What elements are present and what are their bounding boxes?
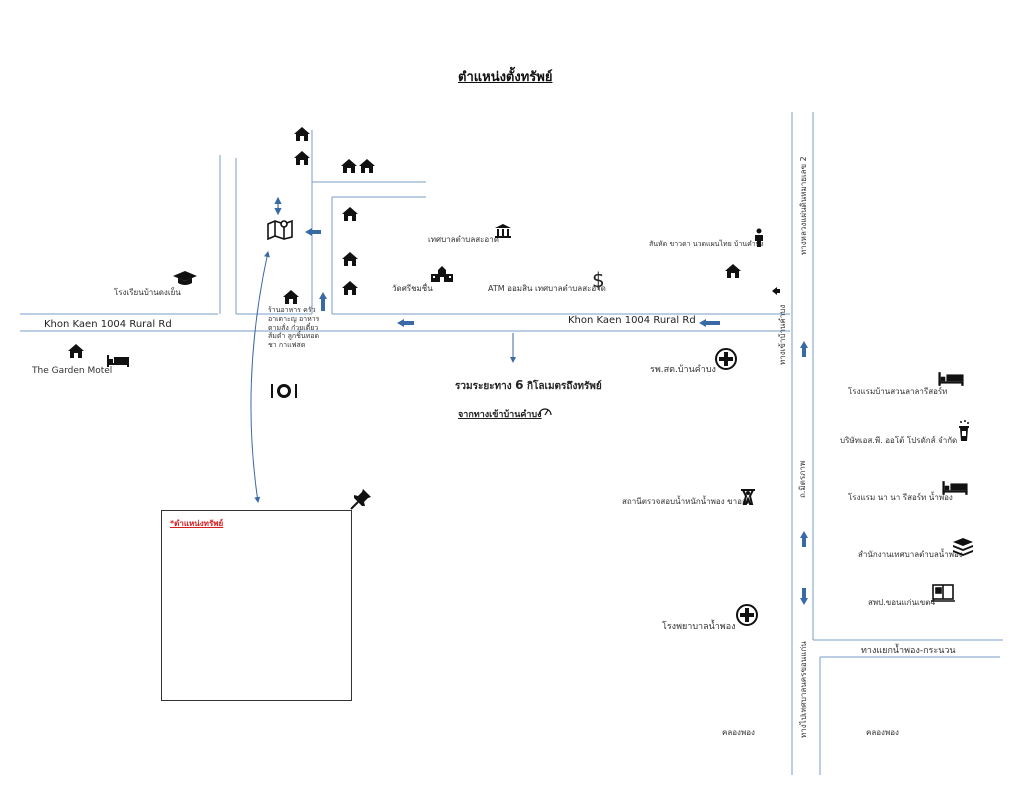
road-village-soi <box>312 181 426 314</box>
label-temple: วัดศรีชมชื่น <box>392 284 433 293</box>
connector-to-property <box>250 251 270 503</box>
label-canal-right: คลองพอง <box>866 728 899 737</box>
graduation-cap-icon <box>172 270 198 286</box>
left-arrow-icon <box>771 286 781 296</box>
road-label-khambong-entrance: ทางเข้าบ้านคำบง <box>778 304 787 365</box>
label-company: บริษัทเอส.พี. ออโต้ โปรดักส์ จำกัด <box>840 436 958 445</box>
temple-building-icon <box>430 265 454 283</box>
pushpin-icon <box>350 488 372 510</box>
map-title: ตำแหน่งตั้งทรัพย์ <box>458 70 553 85</box>
weightlifter-icon <box>740 487 756 505</box>
house-icon <box>282 289 300 305</box>
map-folded-icon <box>266 218 294 240</box>
distance-summary: รวมระยะทาง 6 กิโลเมตรถึงทรัพย์ <box>455 378 602 394</box>
road-label-right: Khon Kaen 1004 Rural Rd <box>568 315 696 326</box>
road-label-to-khon-kaen: ทางไปเทศบาลนครขอนแก่น <box>799 641 808 738</box>
label-canal-left: คลองพอง <box>722 728 755 737</box>
property-box: *ตำแหน่งทรัพย์ <box>161 510 352 701</box>
label-school: โรงเรียนบ้านดงเย็น <box>114 288 181 297</box>
direction-arrows <box>305 228 808 605</box>
distance-prefix: รวมระยะทาง <box>455 381 512 392</box>
gauge-icon <box>537 405 553 417</box>
label-education-office: สพป.ขอนแก่นเขต4 <box>868 598 936 607</box>
road-label-junction: ทางแยกน้ำพอง-กระนวน <box>861 646 956 656</box>
dollar-icon: $ <box>592 268 605 292</box>
house-icon <box>724 263 742 279</box>
house-icon <box>293 126 311 142</box>
distance-from: จากทางเข้าบ้านคำบง <box>458 410 542 420</box>
government-building-icon <box>494 223 512 239</box>
label-health-center: รพ.สต.บ้านคำบง <box>650 365 716 375</box>
label-massage: สันหัด ขาวดา นวดแผนไทย บ้านคำบง <box>649 240 764 248</box>
road-khon-kaen-1004 <box>20 313 790 332</box>
label-municipality: เทศบาลตำบลสะอาด <box>428 235 499 244</box>
house-icon <box>341 251 359 267</box>
road-highway-2 <box>791 112 1003 775</box>
medical-cross-icon <box>714 347 738 371</box>
reading-book-icon <box>930 583 956 603</box>
person-icon <box>753 228 765 248</box>
house-icon <box>341 280 359 296</box>
medical-cross-icon <box>735 603 759 627</box>
label-weigh-station: สถานีตรวจสอบน้ำหนักน้ำพอง ขาออก <box>622 497 752 506</box>
label-restaurant: ร้านอาหาร ครัวอาเดาะญ อาหารตามสั่ง ก๋วยเ… <box>268 306 320 349</box>
road-left-lanes <box>219 130 313 315</box>
distance-value: 6 <box>515 378 524 392</box>
label-garden-motel: The Garden Motel <box>32 366 113 376</box>
road-label-left: Khon Kaen 1004 Rural Rd <box>44 319 172 330</box>
house-icon <box>67 343 85 359</box>
label-resort-1: โรงแรมบ้านสวนลาลารีสอร์ท <box>848 387 948 396</box>
books-stack-icon <box>952 537 974 557</box>
bed-icon <box>940 480 970 496</box>
distance-suffix: กิโลเมตรถึงทรัพย์ <box>526 381 602 392</box>
property-box-label: *ตำแหน่งทรัพย์ <box>170 519 224 528</box>
road-label-highway-2: ทางหลวงแผ่นดินหมายเลข 2 <box>799 156 808 255</box>
houses-icon <box>340 158 376 174</box>
label-admin-office: สำนักงานเทศบาลตำบลน้ำพอง <box>858 550 963 559</box>
road-label-mittraphap: ถ.มิตรภาพ <box>798 460 807 498</box>
house-icon <box>293 150 311 166</box>
label-resort-2: โรงแรม นา นา รีสอร์ท น้ำพอง <box>848 493 953 502</box>
label-hospital: โรงพยาบาลน้ำพอง <box>662 622 736 632</box>
plate-cutlery-icon <box>270 382 298 400</box>
bed-icon <box>936 371 966 387</box>
house-icon <box>341 206 359 222</box>
cup-icon <box>957 420 971 442</box>
bed-icon <box>106 354 130 368</box>
label-atm: ATM ออมสิน เทศบาลตำบลสะอาด <box>488 284 606 293</box>
